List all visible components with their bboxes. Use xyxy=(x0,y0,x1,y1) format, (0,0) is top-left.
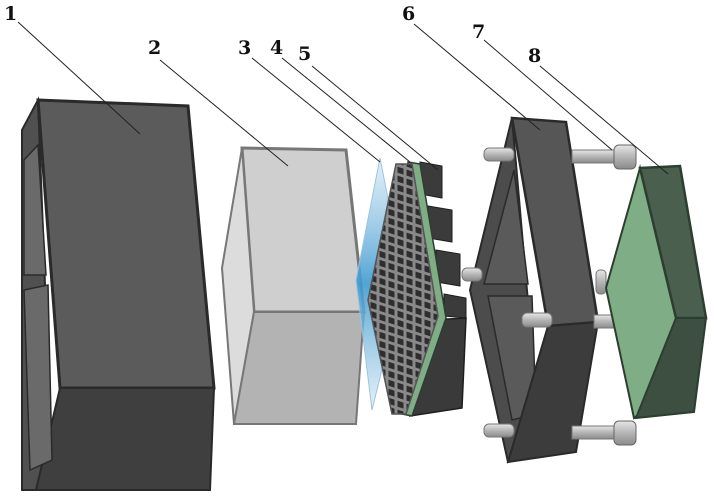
leader-line-4 xyxy=(281,57,411,163)
frame-inner-opening xyxy=(483,169,529,285)
leader-lines xyxy=(17,21,669,175)
part-6-frame xyxy=(468,116,600,464)
leader-line-3 xyxy=(251,57,381,163)
label-6: 6 xyxy=(402,3,415,25)
housing-window-lower xyxy=(23,284,53,472)
block-top-face xyxy=(240,146,366,314)
leader-line-8 xyxy=(539,65,669,175)
leader-line-7 xyxy=(483,39,613,151)
part-4-5-lattice-electrode xyxy=(367,161,467,417)
label-8: 8 xyxy=(528,45,541,67)
part-8-end-plate xyxy=(604,164,708,420)
bolt-icon xyxy=(461,267,483,282)
plate-side-face xyxy=(634,317,708,420)
housing-top-face xyxy=(36,98,216,390)
bolt-icon xyxy=(483,420,637,446)
label-7: 7 xyxy=(472,21,485,43)
housing-window-upper xyxy=(23,143,47,276)
leader-line-5 xyxy=(311,65,439,171)
label-1: 1 xyxy=(4,3,17,25)
bolt-icon xyxy=(483,144,637,170)
housing-front-face xyxy=(34,387,216,491)
part-2-block xyxy=(220,146,366,425)
label-4: 4 xyxy=(270,37,283,59)
electrode-tab xyxy=(443,293,467,319)
leader-line-2 xyxy=(159,59,289,167)
block-front-face xyxy=(232,311,366,425)
part-1-housing xyxy=(21,96,216,491)
leader-line-1 xyxy=(17,21,141,135)
part-labels: 1 2 3 4 5 6 7 8 xyxy=(4,3,541,67)
label-5: 5 xyxy=(298,43,311,65)
bolt-icon xyxy=(595,269,607,295)
leader-line-6 xyxy=(413,23,541,131)
lattice-grid-icon xyxy=(367,163,439,415)
label-3: 3 xyxy=(238,37,251,59)
label-2: 2 xyxy=(148,37,161,59)
